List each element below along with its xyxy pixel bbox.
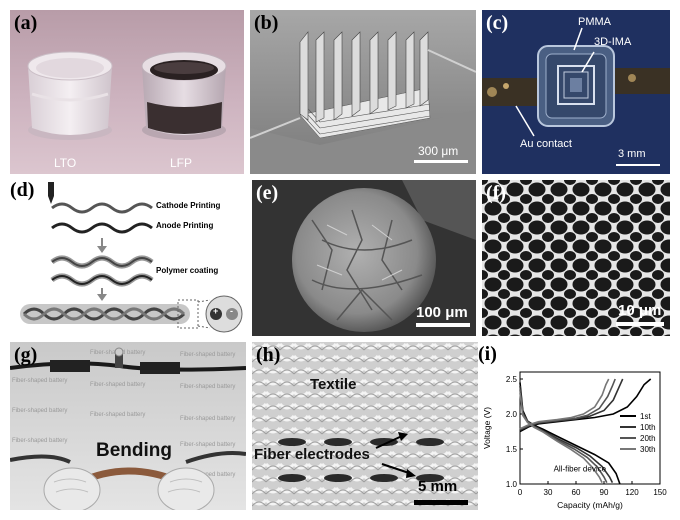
x-tick-label: 30	[544, 488, 553, 497]
series-30th-charge-line	[519, 378, 610, 430]
panel-e-scale-bar	[416, 323, 470, 327]
series-20th-charge-line	[519, 378, 616, 431]
x-tick-label: 120	[625, 488, 639, 497]
label-textile: Textile	[310, 376, 357, 393]
svg-text:Fiber-shaped battery: Fiber-shaped battery	[12, 378, 67, 384]
svg-text:Fiber-shaped battery: Fiber-shaped battery	[180, 352, 235, 358]
svg-text:Fiber-shaped battery: Fiber-shaped battery	[12, 408, 67, 414]
label-bending: Bending	[96, 440, 172, 461]
svg-text:Fiber-shaped battery: Fiber-shaped battery	[90, 382, 145, 388]
panel-a-photo	[10, 10, 244, 174]
panel-c: (c) PMMA 3D-IMA Au contact 3 mm	[482, 10, 670, 174]
panel-e-tag: (e)	[256, 182, 279, 204]
panel-h-scale-bar	[414, 500, 468, 505]
label-polymer-coating: Polymer coating	[156, 266, 219, 275]
svg-text:Fiber-shaped battery: Fiber-shaped battery	[180, 442, 235, 448]
x-tick-label: 60	[572, 488, 581, 497]
label-cathode-printing: Cathode Printing	[156, 201, 221, 210]
panel-e-scale-label: 100 μm	[416, 304, 468, 321]
panel-d-diagram	[20, 182, 243, 333]
panel-a-tag: (a)	[14, 12, 38, 34]
label-lto: LTO	[54, 156, 77, 170]
panel-h-scale-label: 5 mm	[418, 478, 458, 495]
chart-annotation: All-fiber device	[554, 464, 607, 473]
panel-b-sem	[250, 10, 476, 174]
x-axis-label: Capacity (mAh/g)	[557, 500, 623, 510]
svg-text:Fiber-shaped battery: Fiber-shaped battery	[180, 416, 235, 422]
label-3d-ima: 3D-IMA	[594, 36, 632, 48]
legend-label-1st: 1st	[640, 412, 651, 421]
panel-c-scale-bar	[616, 164, 660, 166]
label-pmma: PMMA	[578, 16, 611, 28]
svg-text:Fiber-shaped battery: Fiber-shaped battery	[180, 472, 235, 478]
panel-g-tag: (g)	[14, 344, 38, 366]
panel-b-scale-label: 300 μm	[418, 144, 459, 158]
panel-f-scale-bar	[616, 322, 664, 326]
svg-text:Fiber-shaped battery: Fiber-shaped battery	[180, 384, 235, 390]
y-tick-label: 2.5	[506, 375, 518, 384]
panel-e: (e) 100 μm	[252, 180, 476, 336]
series-30th-discharge-line	[519, 392, 603, 483]
y-tick-label: 1.5	[506, 445, 518, 454]
panel-f-sem	[482, 180, 670, 336]
panel-c-scale-label: 3 mm	[618, 148, 646, 160]
legend-label-30th: 30th	[640, 445, 656, 454]
panel-h-photo	[252, 342, 478, 510]
panel-b-scale-bar	[414, 160, 468, 163]
label-anode-printing: Anode Printing	[156, 221, 214, 230]
cross-section-minus: -	[230, 306, 233, 316]
panel-f-tag: (f)	[486, 182, 506, 204]
panel-d: Cathode Printing Anode Printing Polymer …	[10, 180, 246, 336]
panel-e-sem	[252, 180, 476, 336]
panel-f-scale-label: 10 μm	[618, 302, 662, 319]
y-tick-label: 1.0	[506, 480, 518, 489]
panel-d-tag: (d)	[10, 180, 35, 201]
y-tick-label: 2.0	[506, 410, 518, 419]
svg-text:Fiber-shaped battery: Fiber-shaped battery	[12, 438, 67, 444]
x-tick-label: 150	[653, 488, 667, 497]
panel-b: (b) 300 μm	[250, 10, 476, 174]
panel-c-photo	[482, 10, 670, 174]
label-lfp: LFP	[170, 156, 193, 170]
label-fiber-electrodes: Fiber electrodes	[254, 446, 370, 463]
label-au-contact: Au contact	[520, 138, 572, 150]
panel-c-tag: (c)	[486, 12, 509, 34]
svg-text:Fiber-shaped battery: Fiber-shaped battery	[90, 412, 145, 418]
legend-label-10th: 10th	[640, 423, 656, 432]
x-tick-label: 90	[600, 488, 609, 497]
y-axis-label: Voltage (V)	[482, 407, 492, 449]
panel-i-tag: (i)	[478, 343, 497, 365]
legend-label-20th: 20th	[640, 434, 656, 443]
panel-f: (f) 10 μm	[482, 180, 670, 336]
x-tick-label: 0	[518, 488, 523, 497]
panel-h: (h) Textile Fiber electrodes 5 mm	[252, 342, 478, 510]
panel-a: (a) LTO LFP	[10, 10, 244, 174]
panel-h-tag: (h)	[256, 344, 281, 366]
cross-section-plus: +	[213, 306, 219, 316]
panel-b-tag: (b)	[254, 12, 279, 34]
